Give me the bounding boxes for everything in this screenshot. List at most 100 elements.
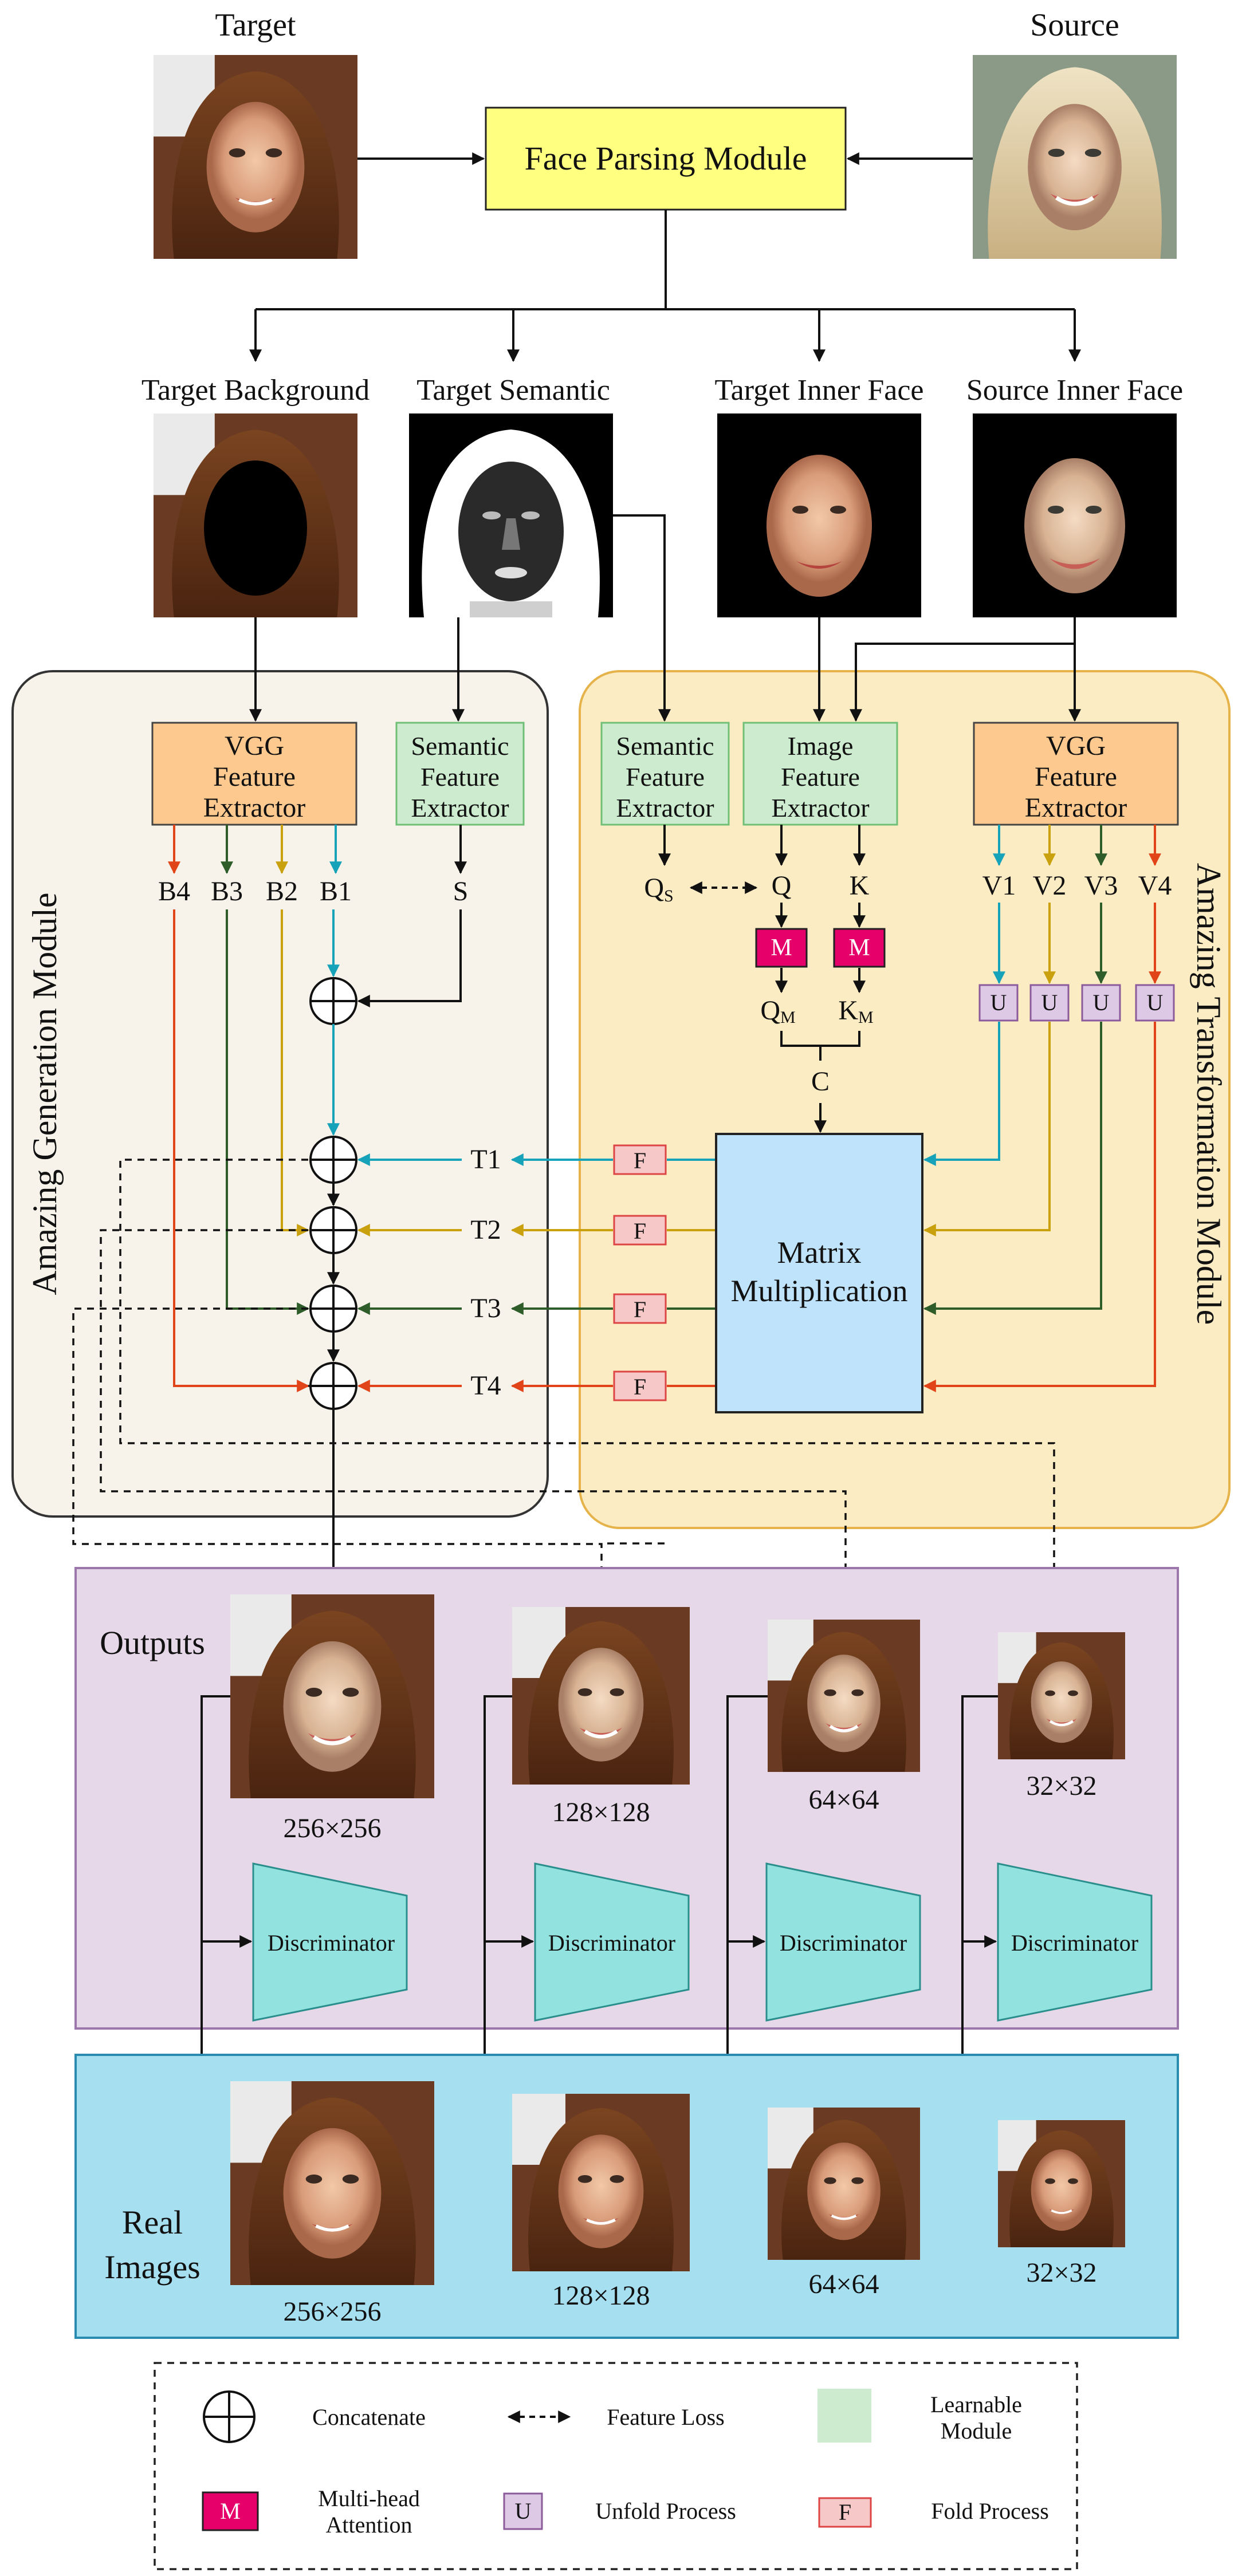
target-semantic-image — [409, 413, 613, 617]
svg-text:M: M — [848, 935, 870, 961]
real-size-64: 64×64 — [808, 2269, 879, 2299]
target-background-label: Target Background — [142, 374, 370, 407]
svg-text:F: F — [634, 1297, 646, 1322]
svg-text:U: U — [1041, 990, 1058, 1015]
extractor-input-arrows — [249, 514, 1081, 722]
label-t2: T2 — [470, 1215, 501, 1245]
label-b1: B1 — [320, 876, 352, 907]
image-extractor-right: Image Feature Extractor — [742, 722, 898, 826]
b-feature-arrows — [168, 825, 467, 875]
vgg-extractor-right: VGG Feature Extractor — [973, 722, 1179, 826]
real-size-32: 32×32 — [1026, 2258, 1096, 2288]
legend-learnable-1: Learnable — [930, 2392, 1022, 2417]
real-size-128: 128×128 — [552, 2280, 650, 2311]
source-inner-face-image — [973, 413, 1177, 617]
svg-text:F: F — [634, 1148, 646, 1173]
legend-unfold: Unfold Process — [595, 2498, 736, 2524]
svg-text:Extractor: Extractor — [411, 793, 509, 822]
svg-text:VGG: VGG — [225, 731, 284, 761]
label-k: K — [850, 871, 870, 901]
svg-text:F: F — [634, 1218, 646, 1244]
discriminator-32: Discriminator — [997, 1862, 1153, 2022]
output-size-128: 128×128 — [552, 1797, 650, 1827]
label-qs: QS — [644, 873, 673, 905]
svg-text:U: U — [1147, 990, 1164, 1015]
legend-fold-icon: F — [818, 2497, 872, 2528]
svg-text:Discriminator: Discriminator — [1011, 1930, 1138, 1956]
legend-learnable-2: Module — [941, 2418, 1012, 2444]
target-image — [154, 55, 357, 259]
feature-loss-dashed — [72, 1159, 1060, 1605]
legend-mha-icon: M — [202, 2491, 259, 2531]
svg-text:Discriminator: Discriminator — [780, 1930, 907, 1956]
real-images-title-2: Images — [104, 2248, 201, 2286]
qk-arrows — [658, 825, 866, 1133]
source-inner-face-label: Source Inner Face — [966, 374, 1183, 407]
svg-text:F: F — [634, 1374, 646, 1400]
svg-text:F: F — [839, 2499, 851, 2525]
legend-concatenate: Concatenate — [312, 2404, 426, 2430]
svg-text:Semantic: Semantic — [411, 731, 509, 761]
label-s: S — [453, 876, 469, 907]
svg-text:U: U — [515, 2498, 532, 2524]
vgg-extractor-left: VGG Feature Extractor — [151, 722, 357, 826]
target-inner-face-label: Target Inner Face — [715, 374, 924, 407]
svg-text:Feature: Feature — [1035, 762, 1117, 792]
svg-text:Multiplication: Multiplication — [731, 1274, 908, 1308]
real-size-256: 256×256 — [283, 2297, 381, 2327]
source-image — [973, 55, 1177, 259]
svg-text:Extractor: Extractor — [771, 793, 869, 822]
legend-feature-loss: Feature Loss — [607, 2404, 725, 2430]
legend-box — [154, 2362, 1078, 2570]
discriminator-64: Discriminator — [765, 1862, 921, 2022]
label-b4: B4 — [158, 876, 190, 907]
label-v3: V3 — [1084, 871, 1118, 901]
fold-boxes: F F F F — [613, 1144, 667, 1401]
output-image-64 — [768, 1620, 920, 1772]
svg-text:Feature: Feature — [420, 762, 500, 791]
label-b3: B3 — [211, 876, 243, 907]
generation-module-box — [11, 670, 549, 1518]
legend-unfold-icon: U — [503, 2492, 543, 2530]
svg-text:Discriminator: Discriminator — [268, 1930, 395, 1956]
svg-text:U: U — [1093, 990, 1110, 1015]
concat-crosses — [310, 978, 356, 1409]
target-background-image — [154, 413, 357, 617]
legend-mha-1: Multi-head — [318, 2486, 420, 2511]
label-km: KM — [838, 995, 873, 1027]
svg-text:Feature: Feature — [626, 762, 705, 791]
svg-text:Discriminator: Discriminator — [548, 1930, 675, 1956]
legend-mha-2: Attention — [325, 2512, 412, 2538]
face-parsing-module — [485, 107, 847, 211]
real-images-title-1: Real — [122, 2204, 183, 2241]
target-semantic-label: Target Semantic — [416, 374, 610, 407]
label-q: Q — [772, 871, 792, 901]
source-label: Source — [1030, 7, 1119, 43]
output-image-128 — [512, 1607, 690, 1785]
svg-text:Extractor: Extractor — [1025, 793, 1127, 823]
real-image-128 — [512, 2094, 690, 2271]
label-c: C — [811, 1066, 830, 1097]
svg-text:Matrix: Matrix — [777, 1235, 862, 1270]
label-b2: B2 — [266, 876, 298, 907]
unfold-boxes: U U U U — [978, 984, 1175, 1022]
legend-concatenate-icon — [203, 2390, 256, 2443]
label-qm: QM — [760, 995, 795, 1027]
v-feature-arrows — [923, 825, 1161, 1392]
legend-fold: Fold Process — [931, 2498, 1049, 2524]
label-v4: V4 — [1138, 871, 1172, 901]
label-v1: V1 — [982, 871, 1016, 901]
svg-text:Extractor: Extractor — [616, 793, 714, 822]
svg-text:Extractor: Extractor — [203, 793, 306, 823]
matrix-multiplication: Matrix Multiplication — [715, 1133, 923, 1413]
svg-text:Feature: Feature — [781, 762, 860, 791]
real-image-32 — [998, 2120, 1125, 2247]
svg-text:Feature: Feature — [213, 762, 296, 792]
t-arrows — [357, 1153, 462, 1392]
svg-text:M: M — [771, 935, 792, 961]
real-image-256 — [230, 2081, 434, 2285]
mha-box-q: M — [755, 928, 808, 968]
target-inner-face-image — [717, 413, 921, 617]
svg-text:U: U — [991, 990, 1007, 1015]
